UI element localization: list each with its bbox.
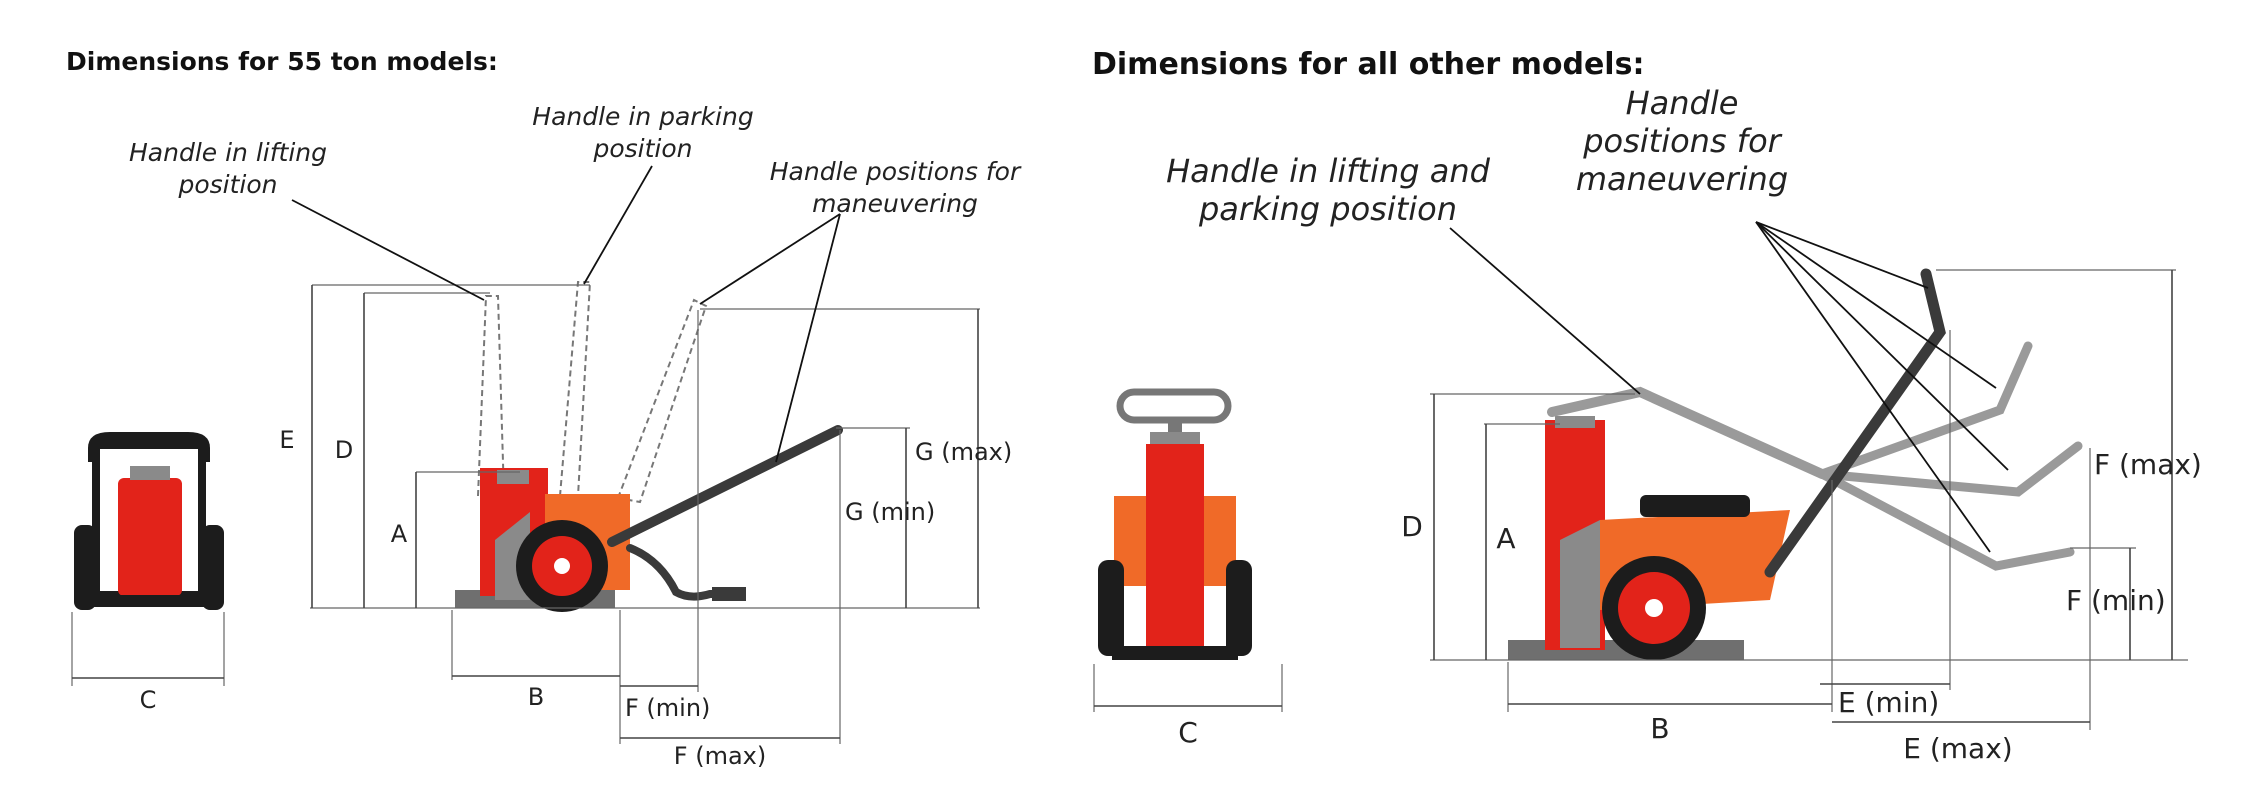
left-callout-maneuver-1: Handle positions for: [770, 157, 1022, 186]
right-b-label: B: [1650, 712, 1669, 745]
right-front-handwheel: [1116, 388, 1232, 424]
left-c-label: C: [140, 686, 157, 714]
right-handle-lift-park: [1547, 386, 1827, 479]
right-jack-motor: [1640, 495, 1750, 517]
right-leader-maneuver-4: [1755, 221, 1991, 553]
right-front-ram-cap: [1150, 432, 1200, 444]
right-fmin-label: F (min): [2066, 584, 2166, 617]
left-a-label: A: [391, 520, 408, 548]
left-front-base: [92, 595, 206, 607]
right-handle-maneuver-3: [1817, 469, 2075, 571]
right-front-ram: [1168, 418, 1182, 432]
right-handle-maneuver-2: [1817, 441, 2083, 497]
right-jack-ram: [1555, 416, 1595, 428]
left-leader-maneuver-a: [699, 213, 841, 305]
left-gmin-label: G (min): [845, 498, 935, 526]
left-jack-wheel-hub: [554, 558, 570, 574]
right-side-view-jack: [1508, 416, 1790, 660]
right-jack-wheel-hub: [1645, 599, 1663, 617]
right-emax-label: E (max): [1903, 732, 2012, 765]
left-leader-lifting: [291, 199, 485, 301]
left-e-label: E: [279, 426, 294, 454]
right-front-wheel-left: [1098, 560, 1124, 656]
right-leader-lift-park: [1449, 227, 1641, 395]
left-front-view: [74, 432, 224, 610]
right-front-base: [1112, 646, 1238, 660]
left-fmax-label: F (max): [674, 742, 766, 770]
left-callout-maneuver-2: maneuvering: [812, 189, 978, 218]
right-callout-maneuver-2: positions for: [1582, 122, 1782, 160]
right-front-wheel-right: [1226, 560, 1252, 656]
right-front-cylinder: [1146, 444, 1204, 646]
right-callout-maneuver-3: maneuvering: [1576, 160, 1788, 198]
right-d-label: D: [1401, 510, 1423, 543]
left-d-label: D: [335, 436, 353, 464]
left-fmin-label: F (min): [625, 694, 710, 722]
left-callout-lifting-2: position: [177, 170, 277, 199]
left-jack-handle-lowered: [626, 544, 744, 601]
left-b-label: B: [528, 683, 544, 711]
left-front-wheel-right: [202, 525, 224, 610]
left-front-cylinder: [118, 478, 182, 596]
left-callout-parking-1: Handle in parking: [532, 102, 753, 131]
left-front-wheel-left: [74, 525, 96, 610]
left-callout-lifting-1: Handle in lifting: [129, 138, 327, 167]
left-panel: Dimensions for 55 ton models: C: [66, 47, 1022, 770]
left-jack-handle-grip: [712, 587, 746, 601]
right-emin-label: E (min): [1838, 686, 1939, 719]
left-callout-parking-2: position: [592, 134, 692, 163]
left-gmax-label: G (max): [915, 438, 1012, 466]
left-ghost-handle-parking: [558, 281, 592, 497]
left-ghost-handle-maneuver: [616, 298, 708, 504]
left-leader-maneuver-b: [775, 213, 841, 463]
left-ghost-handle-lifting: [476, 295, 506, 497]
right-heading: Dimensions for all other models:: [1092, 47, 1644, 82]
left-jack-ram: [497, 470, 529, 484]
right-a-label: A: [1496, 522, 1515, 555]
left-leader-parking: [583, 165, 653, 285]
right-callout-lift-park-2: parking position: [1198, 190, 1457, 228]
left-heading: Dimensions for 55 ton models:: [66, 47, 498, 76]
right-leader-maneuver-3: [1755, 221, 2009, 471]
right-handle-upright: [1764, 268, 1946, 578]
right-front-view: [1098, 388, 1252, 660]
right-callout-lift-park-1: Handle in lifting and: [1166, 152, 1491, 190]
right-jack-side-plate: [1560, 520, 1600, 648]
right-leader-maneuver-2: [1755, 221, 1997, 389]
left-side-view-jack: [455, 425, 843, 612]
right-callout-maneuver-1: Handle: [1626, 84, 1739, 122]
left-front-ram: [130, 466, 170, 480]
right-fmax-label: F (max): [2094, 448, 2202, 481]
right-c-label: C: [1178, 716, 1198, 749]
right-panel: Dimensions for all other models: C: [1092, 47, 2202, 765]
left-jack-handle-maneuver: [607, 425, 843, 547]
right-leader-maneuver-1: [1755, 221, 1929, 289]
right-handle-maneuver-1: [1817, 341, 2033, 479]
